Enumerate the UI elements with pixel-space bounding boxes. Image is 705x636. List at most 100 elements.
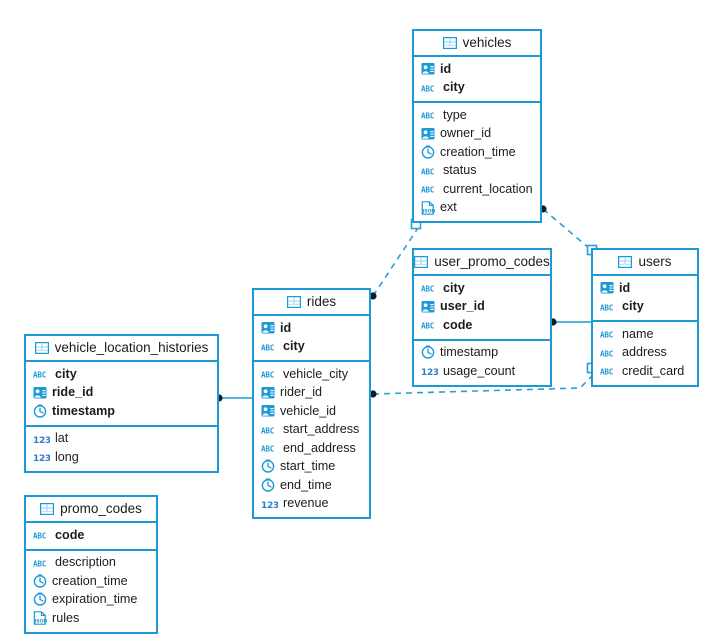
- relationship-vlh-rides[interactable]: [215, 394, 252, 402]
- field-row[interactable]: start_time: [254, 458, 369, 477]
- table-header[interactable]: rides: [254, 290, 369, 316]
- svg-text:ABC: ABC: [421, 167, 435, 176]
- id-card-icon: [261, 321, 275, 335]
- abc-icon: ABC: [421, 319, 438, 331]
- field-name: credit_card: [622, 363, 685, 378]
- field-name: city: [283, 339, 305, 354]
- table-name: vehicle_location_histories: [54, 340, 209, 356]
- field-row[interactable]: ride_id: [26, 384, 217, 403]
- 123-icon: 123: [261, 498, 278, 510]
- table-name: vehicles: [462, 35, 512, 51]
- 123-icon: 123: [421, 365, 438, 377]
- table-name: rides: [306, 294, 337, 310]
- field-row[interactable]: ABC name: [593, 325, 697, 344]
- abc-icon: ABC: [261, 368, 278, 380]
- field-row[interactable]: id: [254, 319, 369, 338]
- svg-text:ABC: ABC: [421, 285, 435, 294]
- svg-text:ABC: ABC: [600, 368, 614, 377]
- field-row[interactable]: creation_time: [26, 572, 156, 591]
- field-name: owner_id: [440, 126, 492, 141]
- field-row[interactable]: ABC current_location: [414, 180, 540, 199]
- field-name: name: [622, 326, 654, 341]
- table-header[interactable]: promo_codes: [26, 497, 156, 523]
- abc-icon: ABC: [421, 82, 438, 94]
- field-name: current_location: [443, 181, 533, 196]
- field-row[interactable]: timestamp: [26, 402, 217, 421]
- svg-text:123: 123: [421, 368, 438, 377]
- table-header[interactable]: vehicles: [414, 31, 540, 57]
- field-row[interactable]: user_id: [414, 298, 550, 317]
- table-header[interactable]: user_promo_codes: [414, 250, 550, 276]
- field-name: code: [55, 527, 85, 542]
- field-row[interactable]: vehicle_id: [254, 402, 369, 421]
- field-name: id: [440, 61, 452, 76]
- field-name: timestamp: [440, 345, 499, 360]
- id-card-icon: [33, 386, 47, 400]
- field-row[interactable]: end_time: [254, 476, 369, 495]
- clock-icon: [261, 478, 275, 493]
- relationship-upc-users[interactable]: [549, 318, 591, 326]
- field-row[interactable]: rider_id: [254, 384, 369, 403]
- table-header[interactable]: vehicle_location_histories: [26, 336, 217, 362]
- clock-icon: [421, 145, 435, 160]
- clock-icon: [33, 404, 47, 419]
- field-row[interactable]: creation_time: [414, 143, 540, 162]
- svg-text:123: 123: [33, 454, 50, 463]
- field-name: id: [280, 320, 292, 335]
- field-row[interactable]: ABC credit_card: [593, 362, 697, 381]
- field-row[interactable]: id: [593, 279, 697, 298]
- field-row[interactable]: expiration_time: [26, 591, 156, 610]
- table-name: promo_codes: [60, 501, 142, 517]
- field-name: address: [622, 345, 667, 360]
- table-header[interactable]: users: [593, 250, 697, 276]
- abc-icon: ABC: [600, 301, 617, 313]
- svg-text:ABC: ABC: [600, 303, 614, 312]
- abc-icon: ABC: [261, 424, 278, 436]
- clock-icon: [33, 592, 47, 607]
- field-name: ext: [440, 200, 457, 215]
- svg-text:ABC: ABC: [600, 331, 614, 340]
- field-row[interactable]: timestamp: [414, 344, 550, 363]
- field-name: description: [55, 555, 116, 570]
- table-grid-icon: [286, 295, 301, 309]
- abc-icon: ABC: [421, 183, 438, 195]
- field-name: ride_id: [52, 385, 94, 400]
- table-grid-icon: [414, 255, 429, 269]
- id-card-icon: [261, 404, 275, 418]
- field-row[interactable]: owner_id: [414, 125, 540, 144]
- clock-icon: [261, 459, 275, 474]
- field-row[interactable]: id: [414, 60, 540, 79]
